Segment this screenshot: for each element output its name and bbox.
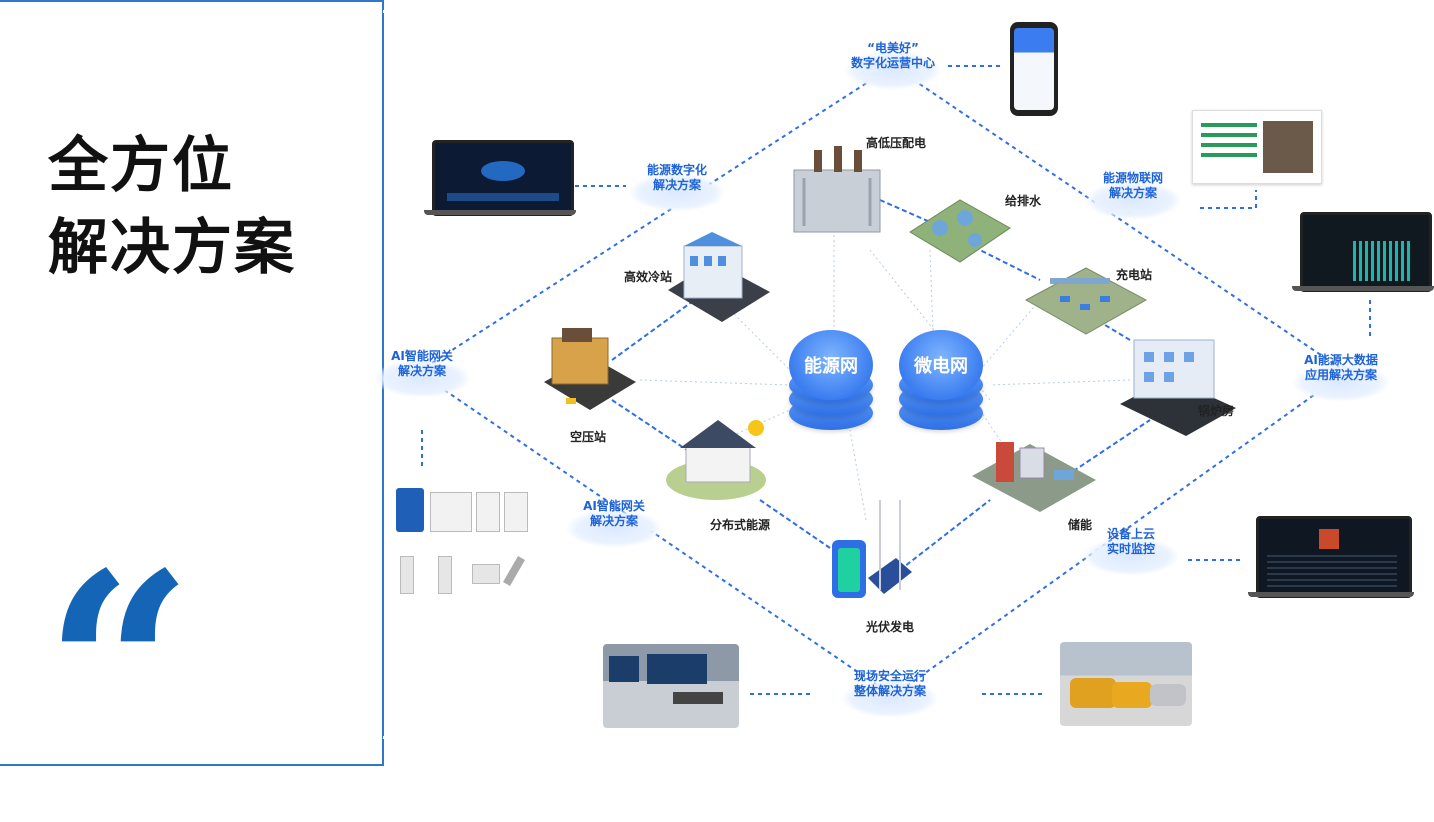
frame-gap-bottom xyxy=(383,736,389,739)
distributed-energy-illustration xyxy=(666,420,766,500)
node-label-chiller: 高效冷站 xyxy=(623,270,673,284)
charging-illustration xyxy=(1024,267,1148,335)
gateway-devices-thumbnail xyxy=(386,484,536,614)
vehicles-photo xyxy=(1060,642,1192,726)
document-thumbnail-iot xyxy=(1192,110,1322,184)
water-plant-illustration xyxy=(909,199,1011,263)
node-label-air: 空压站 xyxy=(569,430,607,444)
solution-gateway-bottom: AI智能网关 解决方案 xyxy=(565,499,662,548)
solution-iot-line1: 能源物联网 xyxy=(1102,171,1164,185)
solution-bigdata-line2: 应用解决方案 xyxy=(1304,368,1378,382)
solution-gateway-bottom-line1: AI智能网关 xyxy=(583,499,645,513)
solution-bigdata: AI能源大数据 应用解决方案 xyxy=(1292,353,1389,402)
node-label-boiler: 锅炉房 xyxy=(1197,404,1235,418)
control-room-photo xyxy=(603,644,739,728)
solution-cloud-line2: 实时监控 xyxy=(1106,542,1156,556)
air-compressor-illustration xyxy=(544,328,636,410)
node-label-storage: 储能 xyxy=(1067,518,1093,532)
hub-micro-grid: 微电网 xyxy=(899,330,983,430)
solution-gateway-bottom-line2: 解决方案 xyxy=(589,514,639,528)
node-label-distributed: 分布式能源 xyxy=(709,518,771,532)
headline-line2: 解决方案 xyxy=(48,213,296,283)
solution-ops-center-line1: “电美好” xyxy=(867,41,919,55)
node-label-hv-lv: 高低压配电 xyxy=(865,136,927,150)
solution-cloud: 设备上云 实时监控 xyxy=(1082,527,1179,576)
solution-safety-line2: 整体解决方案 xyxy=(853,684,927,698)
headline-line1: 全方位 xyxy=(48,131,234,201)
node-illustrations xyxy=(544,146,1236,598)
transformer-illustration xyxy=(793,146,881,233)
laptop-thumbnail-bigdata xyxy=(1292,212,1434,294)
node-label-water: 给排水 xyxy=(1004,194,1042,208)
solution-iot-line2: 解决方案 xyxy=(1108,186,1158,200)
solution-gateway-left-line1: AI智能网关 xyxy=(391,349,453,363)
solution-bigdata-line1: AI能源大数据 xyxy=(1304,353,1378,367)
solution-iot: 能源物联网 解决方案 xyxy=(1084,171,1181,220)
solution-digital-line1: 能源数字化 xyxy=(646,163,708,177)
phone-thumbnail xyxy=(1010,22,1058,116)
solution-cloud-line1: 设备上云 xyxy=(1106,527,1156,541)
chiller-illustration xyxy=(668,232,770,322)
hub-micro-grid-label: 微电网 xyxy=(899,330,983,400)
storage-illustration xyxy=(972,442,1096,512)
pv-illustration xyxy=(832,500,912,598)
solution-ops-center-line2: 数字化运营中心 xyxy=(850,56,936,70)
hub-energy-grid: 能源网 xyxy=(789,330,873,430)
solution-digital-line2: 解决方案 xyxy=(652,178,702,192)
solution-safety: 现场安全运行 整体解决方案 xyxy=(841,669,938,718)
solution-ops-center: “电美好” 数字化运营中心 xyxy=(844,41,941,90)
solution-gateway-left-line2: 解决方案 xyxy=(397,364,447,378)
solution-safety-line1: 现场安全运行 xyxy=(853,669,927,683)
diagram-lines xyxy=(417,65,1371,697)
quote-mark: “ xyxy=(44,517,194,822)
hub-energy-grid-label: 能源网 xyxy=(789,330,873,400)
node-label-charging: 充电站 xyxy=(1115,268,1153,282)
node-label-pv: 光伏发电 xyxy=(865,620,915,634)
laptop-thumbnail-cloud xyxy=(1248,516,1414,600)
laptop-thumbnail-digital xyxy=(424,140,576,216)
solution-digital: 能源数字化 解决方案 xyxy=(628,163,725,212)
boiler-illustration xyxy=(1120,339,1236,436)
solution-gateway-left: AI智能网关 解决方案 xyxy=(373,349,470,398)
frame-gap-top xyxy=(383,10,389,13)
